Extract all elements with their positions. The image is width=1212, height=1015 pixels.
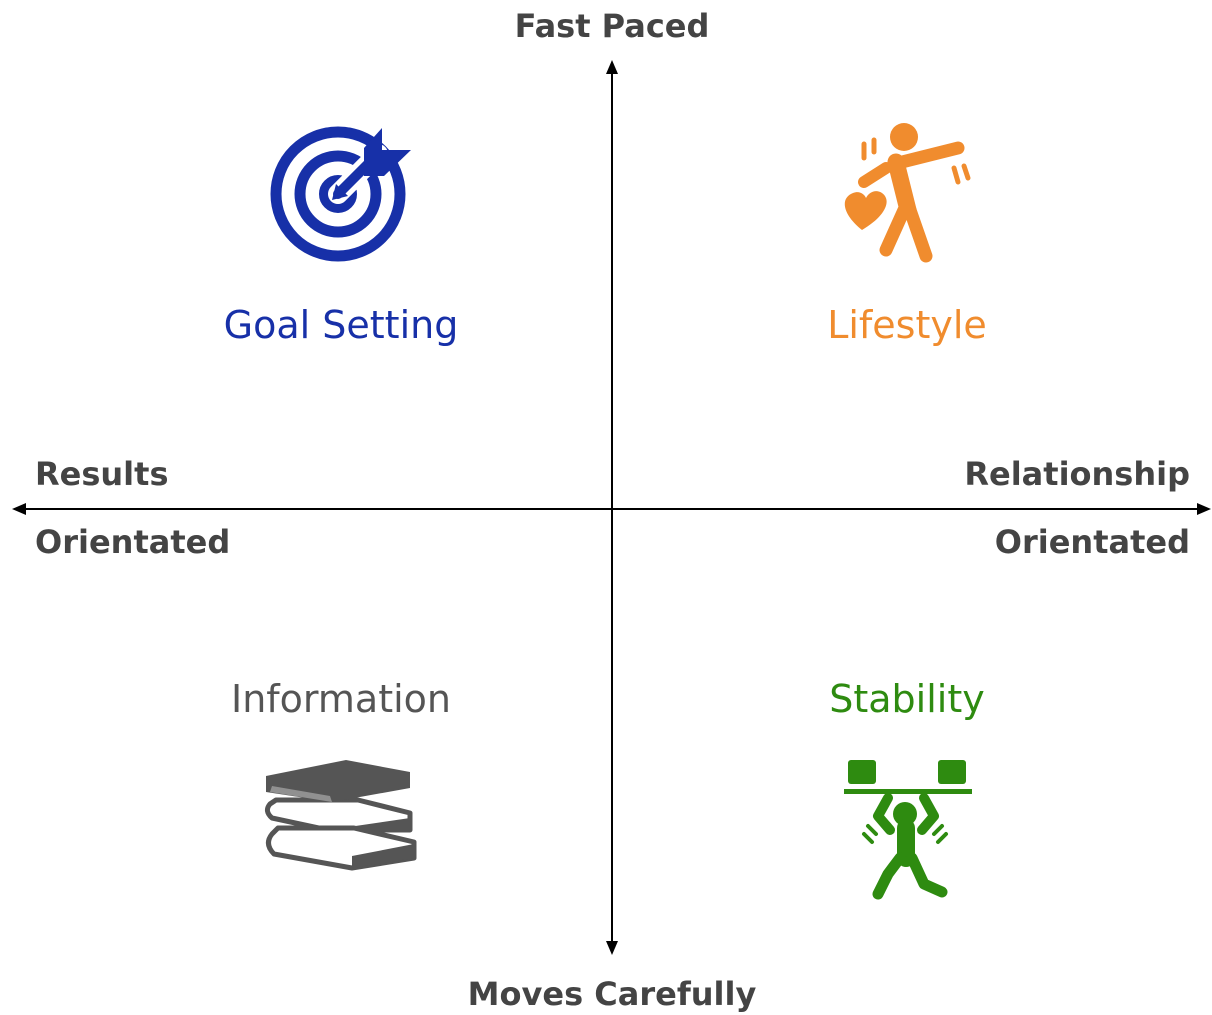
quadrant-label-information: Information — [231, 677, 451, 721]
horizontal-axis-left-arrow — [12, 503, 26, 515]
vertical-axis-bottom-arrow — [606, 941, 618, 955]
target-arrow-icon — [270, 126, 411, 262]
axis-label-left-line1: Results — [35, 455, 169, 493]
books-stack-icon — [264, 760, 417, 871]
vertical-axis-top-arrow — [606, 60, 618, 74]
weightlifter-icon — [844, 760, 972, 900]
axis-label-right-line1: Relationship — [964, 455, 1190, 493]
horizontal-axis-right-arrow — [1197, 503, 1211, 515]
axis-label-top: Fast Paced — [514, 7, 710, 45]
axis-label-bottom: Moves Carefully — [467, 975, 757, 1013]
quadrant-label-lifestyle: Lifestyle — [827, 303, 987, 347]
quadrant-label-stability: Stability — [829, 677, 985, 721]
dancing-person-heart-icon — [844, 123, 971, 263]
axis-label-right-line2: Orientated — [994, 523, 1190, 561]
axis-label-left-line2: Orientated — [35, 523, 231, 561]
quadrant-label-goal-setting: Goal Setting — [223, 303, 459, 347]
